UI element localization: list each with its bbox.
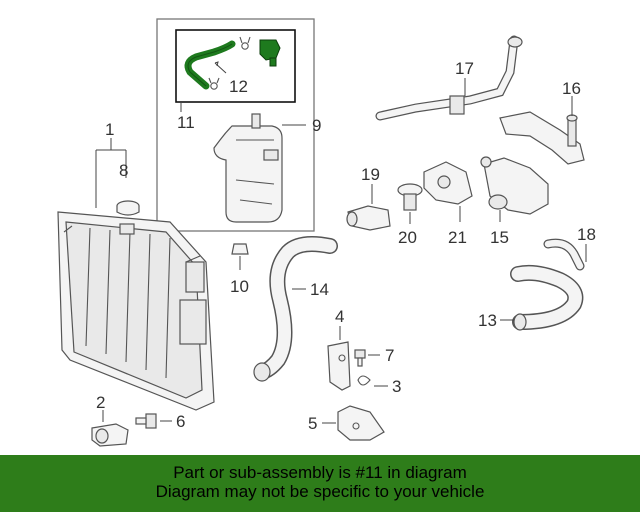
callout-6: 6 [176, 412, 185, 431]
callout-13: 13 [478, 311, 497, 330]
bypass-hose [543, 238, 585, 271]
parts-diagram: 12 11 9 1 8 10 14 [57, 18, 596, 447]
banner-line-2: Diagram may not be specific to your vehi… [155, 482, 485, 501]
info-banner: Part or sub-assembly is #11 in diagram D… [0, 455, 640, 512]
callout-12: 12 [229, 77, 248, 96]
water-pipe [375, 35, 523, 121]
callout-9: 9 [312, 116, 321, 135]
callout-7: 7 [385, 346, 394, 365]
water-outlet-pipe [499, 111, 585, 165]
banner-line-1: Part or sub-assembly is #11 in diagram [173, 463, 467, 482]
callout-8: 8 [119, 161, 128, 180]
lower-hose [253, 236, 338, 382]
callout-4: 4 [335, 307, 344, 326]
clamp-icon [208, 77, 220, 90]
thermostat [397, 183, 423, 211]
callout-20: 20 [398, 228, 417, 247]
callout-16: 16 [562, 79, 581, 98]
thermostat-housing [423, 161, 473, 205]
callout-2: 2 [96, 393, 105, 412]
grommet [135, 413, 157, 429]
bracket [327, 341, 351, 391]
connector-highlighted[interactable] [259, 39, 281, 67]
water-outlet [480, 156, 549, 215]
callout-15: 15 [490, 228, 509, 247]
callout-11[interactable]: 11 [177, 113, 195, 132]
callout-17: 17 [455, 59, 474, 78]
mount-bracket [337, 405, 385, 441]
callout-18: 18 [577, 225, 596, 244]
water-inlet [346, 205, 391, 231]
callout-21: 21 [448, 228, 467, 247]
hose-clamp [357, 375, 371, 386]
clamp-icon [239, 36, 251, 50]
reservoir-assembly-box [156, 18, 315, 232]
callout-19: 19 [361, 165, 380, 184]
callout-10: 10 [230, 277, 249, 296]
callout-3: 3 [392, 377, 401, 396]
callout-5: 5 [308, 414, 317, 433]
drain-plug [231, 243, 249, 255]
radiator-cap [116, 200, 140, 216]
radiator [57, 211, 215, 411]
bolt [354, 349, 366, 367]
reservoir-tank [213, 113, 283, 223]
callout-1: 1 [105, 120, 114, 139]
callout-14: 14 [310, 280, 329, 299]
mount-cushion [91, 423, 129, 447]
upper-hose [510, 264, 584, 331]
